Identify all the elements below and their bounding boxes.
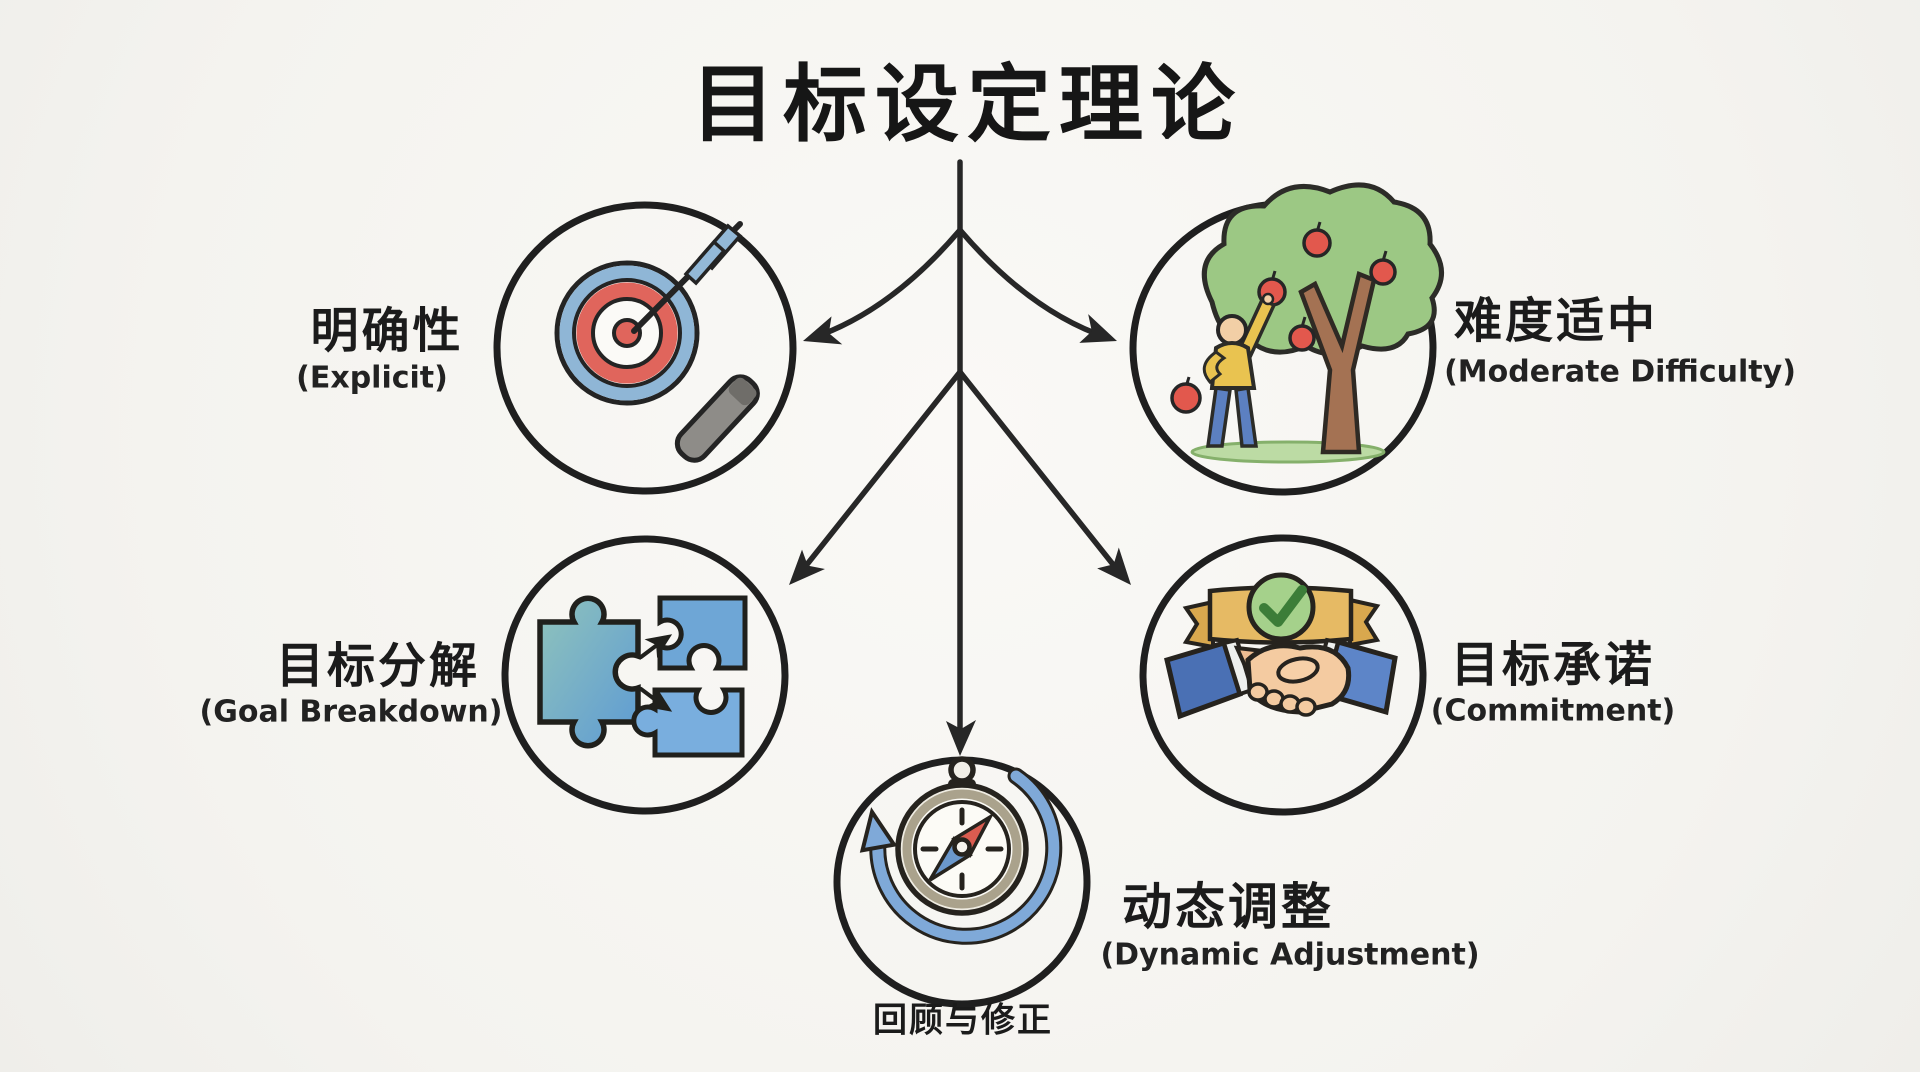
tree-trunk <box>1298 270 1377 455</box>
label-explicit-zh: 明确性 <box>310 303 464 359</box>
puzzle-small-piece-top <box>657 595 748 671</box>
arrow-to-explicit <box>809 227 963 341</box>
label-explicit-en: (Explicit) <box>296 360 448 396</box>
puzzle-pieces-icon <box>537 595 748 758</box>
ribbon-right-fold <box>1348 597 1381 648</box>
center-arrowheads <box>789 314 1131 756</box>
arrow-to-breakdown <box>794 369 963 580</box>
label-commitment-en: (Commitment) <box>1430 693 1676 729</box>
check-mark <box>1259 585 1307 627</box>
label-breakdown-en: (Goal Breakdown) <box>199 694 503 730</box>
arrow-to-commitment <box>957 369 1126 580</box>
node-circle-commitment <box>1139 534 1427 816</box>
puzzle-small-piece-bottom <box>631 687 745 758</box>
label-breakdown-zh: 目标分解 <box>275 638 481 694</box>
bullseye <box>612 318 642 348</box>
person-head <box>1216 314 1248 346</box>
label-adjustment-zh: 动态调整 <box>1122 878 1334 936</box>
arrow-to-difficulty <box>957 227 1111 341</box>
person-picking-apple <box>1202 292 1277 448</box>
page-title: 目标设定理论 <box>690 55 1244 154</box>
compass-loop-icon <box>859 756 1063 945</box>
compass-ticks <box>920 807 1004 891</box>
review-loop-arrow <box>872 770 1060 942</box>
check-badge <box>1246 572 1316 642</box>
node-circle-explicit <box>493 201 797 495</box>
puzzle-big-piece <box>537 595 641 749</box>
label-difficulty-zh: 难度适中 <box>1453 293 1659 349</box>
target-magnifier-icon <box>554 221 760 463</box>
puzzle-split-arrows <box>639 634 673 712</box>
apple-tree-person-icon <box>1170 182 1444 464</box>
needle-pivot <box>952 837 972 857</box>
compass-crown-ring <box>948 756 976 784</box>
thumb <box>1276 656 1320 684</box>
center-branch-arrows <box>794 159 1126 743</box>
label-review-caption: 回顾与修正 <box>873 1000 1053 1041</box>
label-adjustment-en: (Dynamic Adjustment) <box>1100 937 1480 973</box>
handshake-ribbon-icon <box>1164 572 1398 720</box>
label-difficulty-en: (Moderate Difficulty) <box>1444 354 1796 390</box>
label-commitment-zh: 目标承诺 <box>1450 637 1656 693</box>
node-circle-breakdown <box>501 535 789 815</box>
loop-arrowhead <box>859 807 898 853</box>
